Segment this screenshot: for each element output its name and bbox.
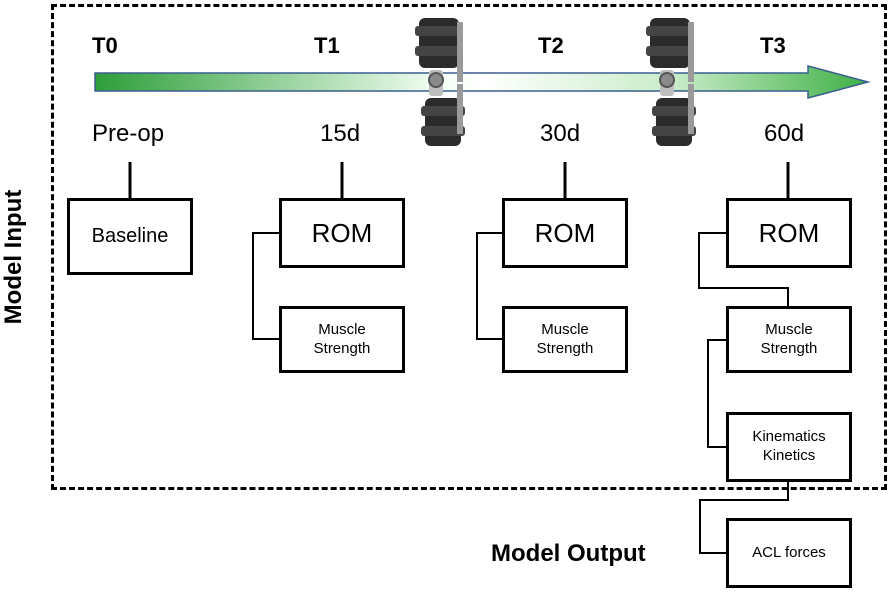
day-label-t2: 30d — [540, 120, 581, 147]
model-output-label: Model Output — [491, 540, 646, 567]
timepoint-t3: T3 — [760, 33, 786, 58]
knee-brace-icon — [646, 18, 696, 146]
day-label-t3: 60d — [764, 120, 805, 147]
timepoint-t0: T0 — [92, 33, 118, 58]
muscle-strength-box-t2: Muscle Strength — [502, 306, 628, 373]
rom-label: ROM — [534, 217, 596, 248]
muscle-label-line2: Strength — [313, 339, 371, 357]
model-input-frame — [51, 4, 887, 490]
baseline-label: Baseline — [91, 225, 169, 247]
muscle-label-line2: Strength — [760, 339, 818, 357]
kinematics-kinetics-box: Kinematics Kinetics — [726, 412, 852, 482]
baseline-box: Baseline — [67, 198, 193, 275]
muscle-strength-box-t3: Muscle Strength — [726, 306, 852, 373]
muscle-strength-box-t1: Muscle Strength — [279, 306, 405, 373]
rom-label: ROM — [758, 217, 820, 248]
timeline-arrow — [94, 65, 871, 99]
timepoint-t1: T1 — [314, 33, 340, 58]
day-label-t0: Pre-op — [92, 120, 165, 147]
knee-brace-icon — [415, 18, 465, 146]
muscle-label-line1: Muscle — [765, 320, 813, 338]
acl-forces-label: ACL forces — [752, 543, 826, 561]
rom-box-t2: ROM — [502, 198, 628, 268]
muscle-label-line1: Muscle — [318, 320, 366, 338]
acl-forces-box: ACL forces — [726, 518, 852, 588]
kinetics-label: Kinetics — [762, 447, 816, 464]
rom-label: ROM — [311, 217, 373, 248]
muscle-label-line2: Strength — [536, 339, 594, 357]
rom-box-t3: ROM — [726, 198, 852, 268]
day-label-t1: 15d — [320, 120, 361, 147]
timepoint-t2: T2 — [538, 33, 564, 58]
rom-box-t1: ROM — [279, 198, 405, 268]
kinematics-label: Kinematics — [752, 428, 826, 446]
muscle-label-line1: Muscle — [541, 320, 589, 338]
